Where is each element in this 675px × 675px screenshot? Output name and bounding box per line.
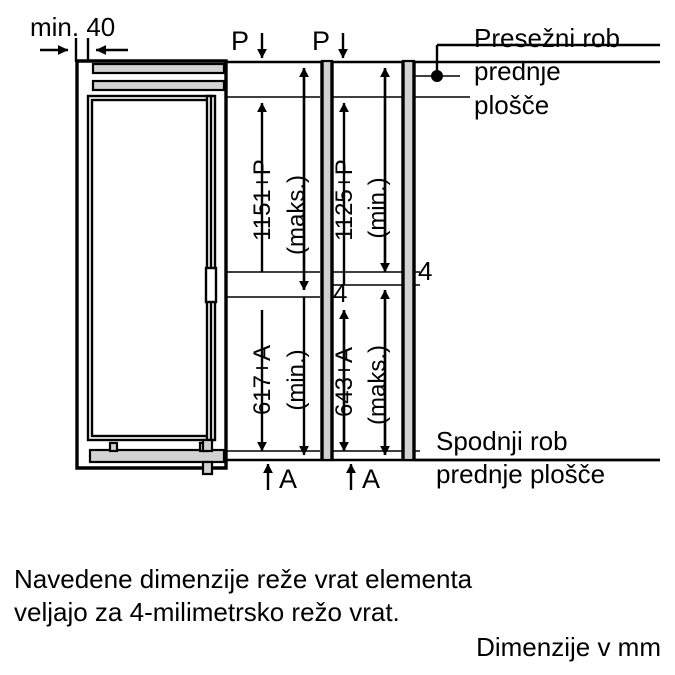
bottom-callout-line1: Spodnji rob — [436, 426, 568, 456]
dimension-1125-P: 1125+P (min.) — [331, 67, 391, 285]
appliance-cross-section — [75, 59, 228, 476]
gap-label-mid-left: 4 — [333, 278, 348, 308]
footer-units: Dimenzije v mm — [476, 632, 661, 662]
a-label-left: A — [279, 464, 298, 494]
top-callout-line2: prednje — [474, 56, 561, 87]
p-label-left: P — [231, 26, 250, 56]
dimension-qualifier-1151: (maks.) — [283, 175, 310, 255]
dimension-value-617: 617+A — [249, 345, 276, 415]
top-callout-leader — [414, 43, 660, 82]
a-label-right: A — [362, 464, 381, 494]
gap-label-mid-right: 4 — [418, 256, 433, 286]
dimension-value-643: 643+A — [331, 347, 358, 417]
min40-dimension — [40, 38, 128, 62]
dimension-qualifier-1125: (min.) — [364, 177, 391, 238]
dimension-617-A: 617+A (min.) — [249, 297, 310, 456]
dimension-qualifier-617: (min.) — [283, 349, 310, 410]
dimension-value-1125: 1125+P — [331, 159, 358, 241]
dimension-643-A: 643+A (maks.) — [331, 289, 391, 456]
door-panel-strips — [320, 59, 416, 462]
top-callout-line3: plošče — [474, 89, 550, 120]
bottom-callout-line2: prednje plošče — [436, 459, 606, 490]
footer-note: Navedene dimenzije reže vrat elementa ve… — [14, 563, 472, 630]
dimension-1151-P: 1151+P (maks.) — [249, 67, 310, 291]
dimension-qualifier-643: (maks.) — [364, 345, 391, 425]
footer-note-line2: veljajo za 4-milimetrsko režo vrat. — [14, 597, 400, 628]
bottom-callout-text: Spodnji rob prednje plošče — [436, 425, 605, 492]
p-label-right: P — [312, 26, 331, 56]
a-dimension-arrows — [263, 463, 356, 490]
top-callout-line1: Presežni rob — [474, 23, 620, 53]
footer-note-line1: Navedene dimenzije reže vrat elementa — [14, 564, 473, 594]
dimension-value-1151: 1151+P — [249, 159, 276, 241]
top-callout-text: Presežni rob prednje plošče — [474, 22, 620, 122]
min40-label: min. 40 — [30, 12, 116, 42]
p-dimension-arrows — [257, 33, 348, 59]
